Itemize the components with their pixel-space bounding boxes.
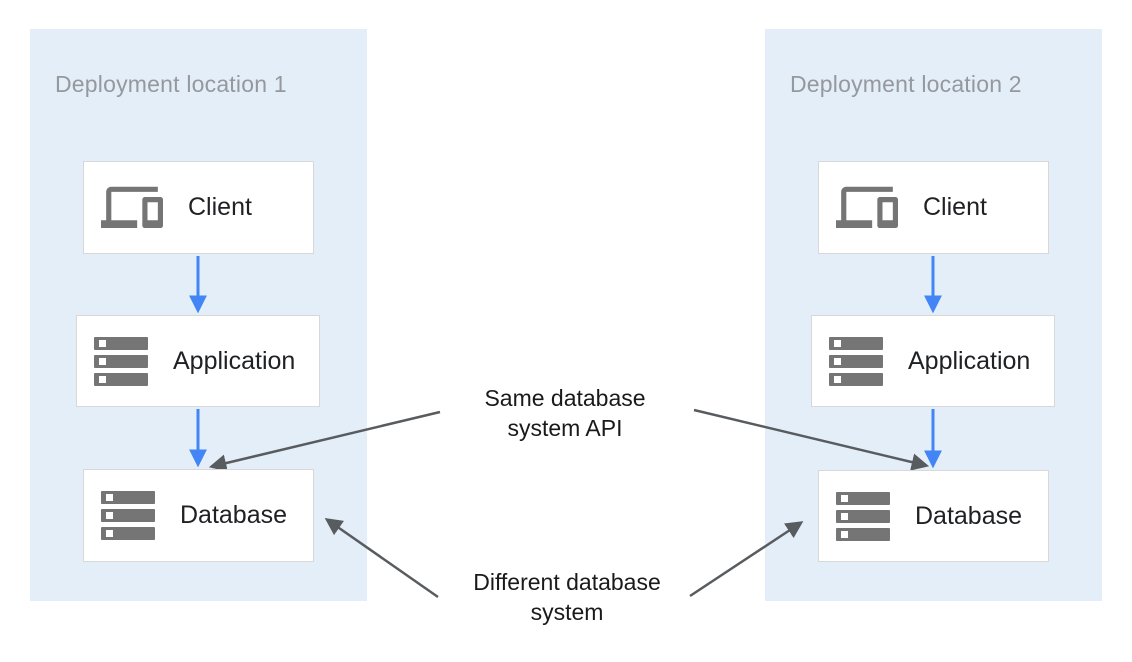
storage-icon bbox=[836, 491, 890, 541]
storage-bar bbox=[836, 509, 890, 523]
node-label: Database bbox=[180, 501, 288, 529]
zone-1-title: Deployment location 1 bbox=[55, 71, 287, 97]
storage-bar bbox=[94, 354, 148, 368]
node-client-1: Client bbox=[83, 161, 314, 254]
node-database-2: Database bbox=[818, 470, 1049, 562]
annotation-line: system API bbox=[507, 415, 623, 441]
devices-icon bbox=[101, 186, 163, 228]
annotation-line: Different database bbox=[473, 569, 661, 595]
storage-bar bbox=[829, 354, 883, 368]
node-application-2: Application bbox=[811, 315, 1055, 407]
storage-icon bbox=[101, 491, 155, 540]
storage-bar bbox=[829, 336, 883, 350]
annotation-different-database-system: Different database system bbox=[437, 567, 697, 627]
storage-bar bbox=[101, 527, 155, 540]
node-label: Database bbox=[915, 501, 1023, 530]
zone-2-title: Deployment location 2 bbox=[790, 71, 1022, 97]
node-application-1: Application bbox=[76, 315, 320, 407]
storage-bar bbox=[94, 336, 148, 350]
node-client-2: Client bbox=[818, 161, 1049, 254]
node-label: Client bbox=[188, 193, 252, 221]
storage-bar bbox=[101, 509, 155, 522]
node-label: Application bbox=[908, 346, 1031, 375]
annotation-same-database-api: Same database system API bbox=[435, 383, 695, 443]
annotation-line: Same database bbox=[484, 385, 646, 411]
node-label: Client bbox=[923, 193, 987, 221]
node-label: Application bbox=[173, 346, 296, 375]
storage-icon bbox=[829, 336, 883, 386]
storage-bar bbox=[101, 491, 155, 504]
annotation-line: system bbox=[530, 599, 604, 625]
storage-bar bbox=[829, 372, 883, 386]
devices-icon bbox=[836, 186, 898, 228]
storage-bar bbox=[836, 527, 890, 541]
storage-bar bbox=[94, 372, 148, 386]
node-database-1: Database bbox=[83, 469, 314, 562]
storage-bar bbox=[836, 491, 890, 505]
storage-icon bbox=[94, 336, 148, 386]
